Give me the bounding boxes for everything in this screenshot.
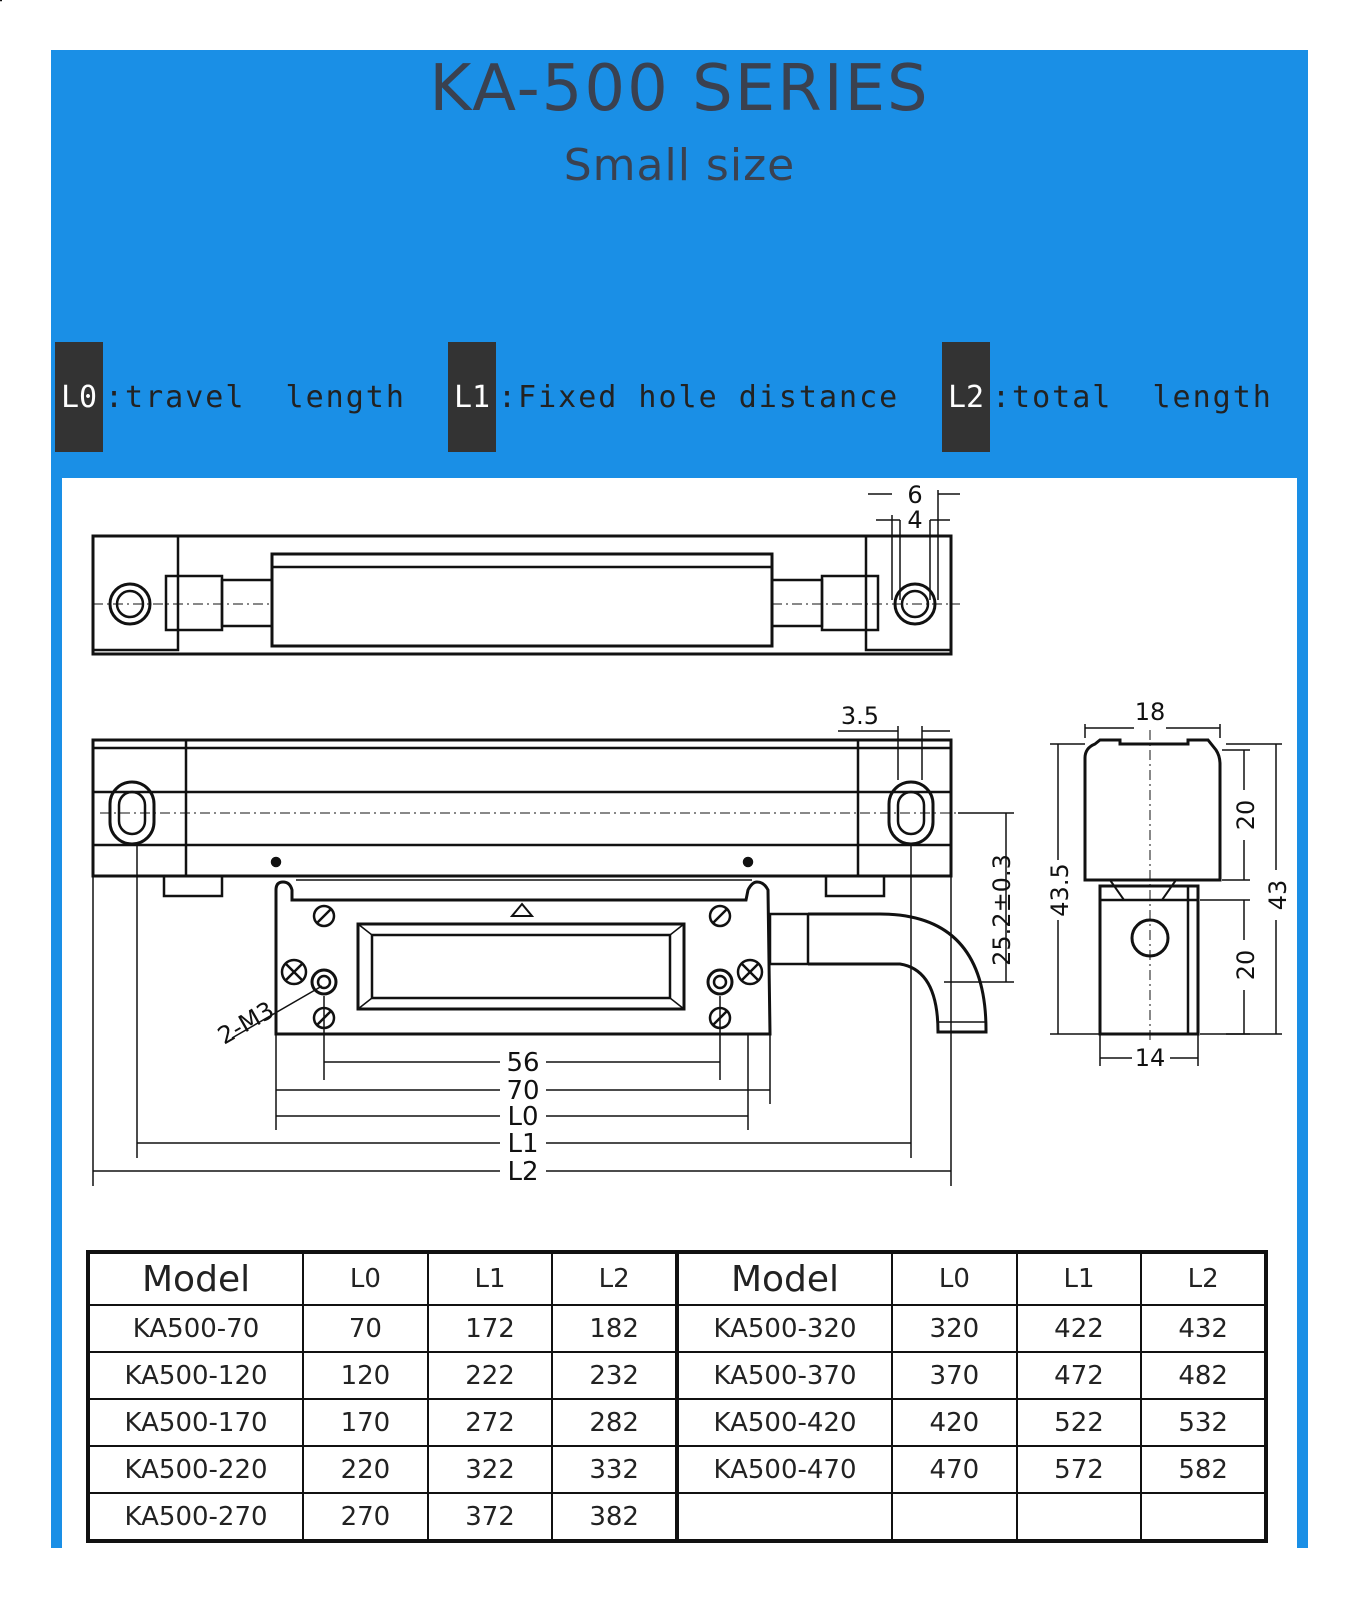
dim-l2: L2 [507, 1157, 538, 1187]
cell-l2: 282 [551, 1398, 678, 1447]
table-row: KA500-70 70 172 182 KA500-320 320 422 43… [86, 1304, 1267, 1353]
cell-l0: 320 [891, 1304, 1018, 1353]
legend-text-l1: :Fixed hole distance [498, 379, 900, 415]
cell-l0: 370 [891, 1351, 1018, 1400]
cell-l1: 522 [1015, 1398, 1143, 1447]
dim-70: 70 [506, 1076, 539, 1106]
cell-l1: 422 [1015, 1304, 1143, 1353]
legend-l0: L0 :travel length [55, 342, 406, 452]
legend-tag-l0: L0 [55, 342, 103, 452]
dim-20-top: 20 [1232, 800, 1260, 831]
cell-l2: 332 [551, 1445, 678, 1494]
top-view [91, 490, 960, 656]
cell-model: KA500-470 [674, 1445, 894, 1494]
dim-43-5: 43.5 [1046, 863, 1074, 916]
dim-4: 4 [907, 506, 922, 534]
cell-model: KA500-220 [86, 1445, 305, 1494]
length-dimensions [92, 845, 952, 1186]
cell-l0: 470 [891, 1445, 1018, 1494]
cell-model [674, 1492, 894, 1542]
cell-l2: 182 [551, 1304, 678, 1353]
col-model: Model [86, 1251, 305, 1306]
cell-l0 [891, 1492, 1018, 1542]
cell-l2: 482 [1140, 1351, 1267, 1400]
spec-table: Model L0 L1 L2 Model L0 L1 L2 KA500-70 7… [86, 1250, 1268, 1543]
cell-l2: 382 [551, 1492, 678, 1542]
legend-text-l2: :total length [992, 379, 1273, 415]
cell-model: KA500-120 [86, 1351, 305, 1400]
cell-l2: 582 [1140, 1445, 1267, 1494]
side-view [1050, 724, 1282, 1066]
cell-l1: 372 [426, 1492, 554, 1542]
cell-l1: 222 [426, 1351, 554, 1400]
cell-l1: 322 [426, 1445, 554, 1494]
mount-hole-left [108, 582, 152, 626]
dim-3-5: 3.5 [841, 702, 879, 730]
legend-l1: L1 :Fixed hole distance [448, 342, 899, 452]
table-row: KA500-120 120 222 232 KA500-370 370 472 … [86, 1351, 1267, 1400]
col-l2: L2 [551, 1251, 678, 1306]
mount-hole-right [893, 582, 937, 626]
table-row: KA500-170 170 272 282 KA500-420 420 522 … [86, 1398, 1267, 1447]
table-header-row: Model L0 L1 L2 Model L0 L1 L2 [86, 1251, 1267, 1306]
dim-6: 6 [907, 481, 922, 509]
legend-tag-l2: L2 [942, 342, 990, 452]
cell-model: KA500-270 [86, 1492, 305, 1542]
front-view [0, 0, 1014, 1039]
cell-l0: 170 [302, 1398, 429, 1447]
cell-l1: 272 [426, 1398, 554, 1447]
cell-l1: 572 [1015, 1445, 1143, 1494]
reading-head [274, 880, 772, 1036]
dim-43: 43 [1264, 880, 1292, 911]
table-row: KA500-220 220 322 332 KA500-470 470 572 … [86, 1445, 1267, 1494]
label-2-m3: 2-M3 [213, 996, 279, 1050]
cell-l1 [1015, 1492, 1143, 1542]
legend-l2: L2 :total length [942, 342, 1273, 452]
col-l0: L0 [891, 1251, 1018, 1306]
dim-56: 56 [506, 1048, 539, 1078]
cell-l0: 220 [302, 1445, 429, 1494]
cell-l2: 232 [551, 1351, 678, 1400]
col-l1: L1 [426, 1251, 554, 1306]
legend-tag-l1: L1 [448, 342, 496, 452]
cell-l2: 532 [1140, 1398, 1267, 1447]
dim-14: 14 [1135, 1044, 1166, 1072]
cell-l0: 420 [891, 1398, 1018, 1447]
dim-20-bottom: 20 [1232, 950, 1260, 981]
page-subtitle: Small size [563, 140, 796, 191]
dim-25-2: 25.2±0.3 [988, 854, 1016, 966]
col-l2: L2 [1140, 1251, 1267, 1306]
cell-model: KA500-420 [674, 1398, 894, 1447]
dim-l0: L0 [507, 1102, 538, 1132]
cell-l0: 70 [302, 1304, 429, 1353]
cell-l1: 172 [426, 1304, 554, 1353]
cell-l0: 270 [302, 1492, 429, 1542]
cell-l2 [1140, 1492, 1267, 1542]
cell-model: KA500-70 [86, 1304, 305, 1353]
cell-model: KA500-170 [86, 1398, 305, 1447]
page-title: KA-500 SERIES [429, 52, 930, 126]
col-l0: L0 [302, 1251, 429, 1306]
cell-model: KA500-370 [674, 1351, 894, 1400]
dim-18: 18 [1135, 698, 1166, 726]
cable [808, 912, 988, 1034]
legend-text-l0: :travel length [105, 379, 406, 415]
cell-model: KA500-320 [674, 1304, 894, 1353]
cell-l2: 432 [1140, 1304, 1267, 1353]
dim-l1: L1 [507, 1129, 538, 1159]
table-row: KA500-270 270 372 382 [86, 1492, 1267, 1542]
col-l1: L1 [1015, 1251, 1143, 1306]
cell-l0: 120 [302, 1351, 429, 1400]
cell-l1: 472 [1015, 1351, 1143, 1400]
col-model: Model [674, 1251, 894, 1306]
